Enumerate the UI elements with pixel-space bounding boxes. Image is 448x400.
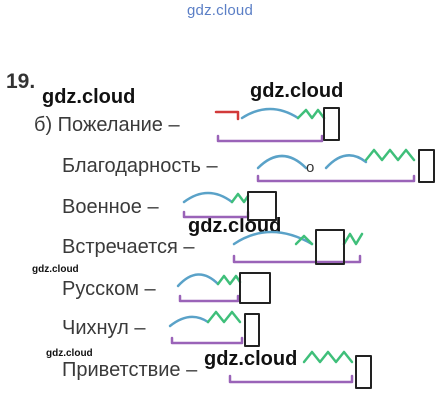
stem-bracket bbox=[256, 174, 416, 183]
root-arc bbox=[240, 107, 300, 120]
suffix-zigzag bbox=[216, 274, 242, 286]
ending-box bbox=[315, 229, 345, 265]
suffix-zigzag bbox=[342, 232, 364, 246]
suffix-zigzag bbox=[230, 192, 250, 204]
watermark-small: gdz.cloud bbox=[46, 348, 93, 359]
stem-bracket bbox=[182, 210, 250, 219]
stem-bracket bbox=[228, 374, 354, 384]
morpheme-scheme-3 bbox=[182, 191, 277, 221]
ending-box bbox=[355, 355, 372, 389]
morpheme-scheme-6 bbox=[168, 310, 260, 347]
root-arc bbox=[182, 191, 234, 204]
morpheme-scheme-2 bbox=[256, 148, 435, 183]
root-arc bbox=[256, 154, 308, 170]
root-arc bbox=[176, 273, 220, 288]
stem-bracket bbox=[232, 254, 362, 264]
connector-letter: о bbox=[306, 159, 314, 176]
suffix-zigzag bbox=[294, 234, 314, 246]
ending-box bbox=[323, 107, 340, 141]
prefix-mark bbox=[214, 110, 240, 121]
ending-box bbox=[418, 149, 435, 183]
morpheme-scheme-4 bbox=[232, 229, 364, 265]
stem-bracket bbox=[170, 336, 244, 345]
morpheme-scheme-5 bbox=[176, 272, 271, 304]
ending-box bbox=[247, 191, 277, 221]
watermark-top: gdz.cloud bbox=[187, 2, 254, 19]
word-line-1: б) Пожелание – bbox=[34, 114, 180, 136]
word-line-3: Военное – bbox=[62, 196, 159, 218]
word-line-6: Чихнул – bbox=[62, 317, 146, 339]
watermark: gdz.cloud bbox=[204, 348, 298, 370]
ending-box bbox=[244, 313, 260, 347]
task-number: 19. bbox=[6, 70, 36, 93]
watermark-small: gdz.cloud bbox=[32, 264, 79, 275]
watermark: gdz.cloud bbox=[250, 80, 344, 102]
root-arc bbox=[232, 230, 314, 246]
word-line-2: Благодарность – bbox=[62, 155, 218, 177]
suffix-zigzag bbox=[302, 350, 354, 364]
suffix-zigzag bbox=[206, 310, 242, 324]
stem-bracket bbox=[178, 294, 240, 303]
watermark: gdz.cloud bbox=[42, 86, 136, 108]
morpheme-scheme-7 bbox=[228, 350, 372, 389]
root-arc bbox=[324, 154, 368, 170]
word-line-4: Встречается – bbox=[62, 236, 195, 258]
ending-box bbox=[239, 272, 271, 304]
stem-bracket bbox=[216, 134, 324, 143]
word-line-7: Приветствие – bbox=[62, 359, 198, 381]
suffix-zigzag bbox=[296, 108, 326, 120]
word-line-5: Русском – bbox=[62, 278, 156, 300]
morpheme-scheme-1 bbox=[214, 107, 340, 143]
root-arc bbox=[168, 315, 210, 328]
suffix-zigzag bbox=[364, 148, 416, 162]
